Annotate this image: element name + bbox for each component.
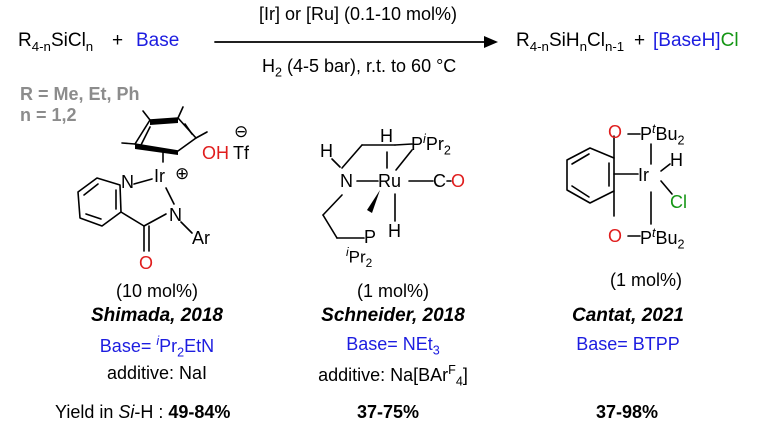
schneider-h-top: H xyxy=(380,126,393,146)
schneider-base: Base= NEt3 xyxy=(346,334,440,358)
schneider-additive: additive: Na[BArF4] xyxy=(318,363,468,389)
shimada-ir: Ir xyxy=(154,166,165,186)
schneider-ru: Ru xyxy=(378,171,402,191)
schneider-c: C xyxy=(433,171,446,191)
r-definition: R = Me, Et, Ph xyxy=(20,84,140,104)
schneider-p-top: PiPr2 xyxy=(411,132,451,158)
cantat-o-top: O xyxy=(608,122,623,142)
schneider-h-bottom: H xyxy=(388,221,401,241)
product-salt: [BaseH]Cl xyxy=(653,30,739,51)
schneider-ipr2-bottom: iPr2 xyxy=(346,245,373,271)
schneider-o: O xyxy=(451,171,466,191)
shimada-oh: OH xyxy=(202,143,229,163)
n-definition: n = 1,2 xyxy=(20,105,77,125)
plus-sign: + xyxy=(112,30,124,51)
cantat-h: H xyxy=(670,150,683,170)
schneider-structure xyxy=(322,143,452,239)
arrow-head xyxy=(484,36,498,48)
shimada-yield: Yield in Si-H : 49-84% xyxy=(55,402,231,422)
shimada-base: Base= iPr2EtN xyxy=(99,334,215,360)
shimada-author: Shimada, 2018 xyxy=(90,305,224,326)
schneider-n: N xyxy=(340,171,353,191)
conditions-h2: H2 (4-5 bar), r.t. to 60 °C xyxy=(262,56,457,80)
schneider-wedge xyxy=(367,190,380,213)
cantat-ir: Ir xyxy=(638,165,649,185)
shimada-n-pyridine: N xyxy=(121,172,134,192)
product-hydrosilane: R4-nSiHnCln-1 xyxy=(516,30,625,54)
shimada-o-carbonyl: O xyxy=(139,253,154,273)
cantat-base-value: BTPP xyxy=(632,334,680,354)
cantat-p-bottom: PtBu2 xyxy=(640,226,685,252)
cantat-yield: 37-98% xyxy=(595,402,659,422)
schneider-loading: (1 mol%) xyxy=(356,281,430,301)
cantat-structure xyxy=(566,133,673,237)
schneider-author: Schneider, 2018 xyxy=(321,305,465,326)
shimada-additive: additive: NaI xyxy=(106,363,208,383)
schneider-p-bottom: P xyxy=(364,227,377,247)
cantat-base: Base= BTPP xyxy=(576,334,680,355)
schneider-h-nh: H xyxy=(320,141,333,161)
cantat-cl: Cl xyxy=(670,192,687,212)
reactant-chlorosilane: R4-nSiCln xyxy=(18,30,94,54)
shimada-bold-bond xyxy=(135,144,178,155)
cantat-o-bottom: O xyxy=(608,226,623,246)
shimada-loading: (10 mol%) xyxy=(115,281,199,301)
shimada-wedge xyxy=(150,118,178,125)
shimada-plus-charge: ⊕ xyxy=(175,164,190,183)
cantat-loading: (1 mol%) xyxy=(609,270,683,290)
plus-sign-2: + xyxy=(634,30,646,51)
shimada-yield-value: 49-84% xyxy=(168,402,231,422)
cantat-base-label: Base= xyxy=(576,334,633,354)
shimada-otf: Tf xyxy=(233,143,249,163)
shimada-ar: Ar xyxy=(192,228,210,248)
schneider-yield: 37-75% xyxy=(356,402,420,422)
shimada-n-amide: N xyxy=(169,205,182,225)
conditions-catalyst: [Ir] or [Ru] (0.1-10 mol%) xyxy=(259,4,458,24)
cantat-p-top: PtBu2 xyxy=(640,122,685,148)
shimada-minus-charge: ⊖ xyxy=(234,122,249,141)
shimada-structure xyxy=(77,106,208,252)
reactant-base: Base xyxy=(136,30,180,51)
cantat-author: Cantat, 2021 xyxy=(572,305,684,326)
